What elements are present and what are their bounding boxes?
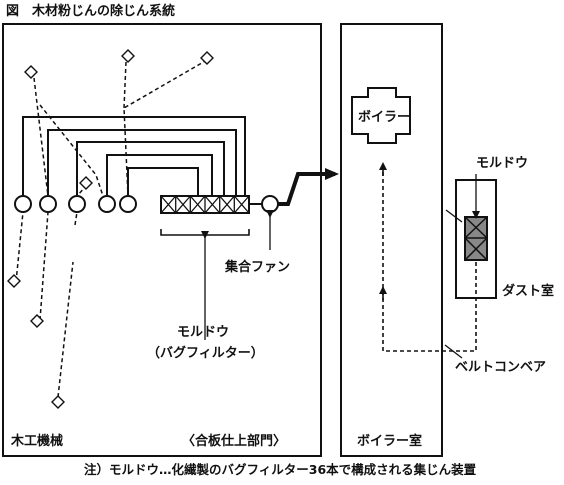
belt-conveyor-label: ベルトコンベア	[455, 360, 546, 375]
dust-particle	[51, 395, 65, 409]
dust-particle	[30, 314, 44, 328]
footnote: 注）モルドウ…化繊製のバグフィルター36本で構成される集じん装置	[84, 462, 477, 477]
dust-particle	[7, 274, 21, 288]
machine-intakes	[14, 195, 137, 213]
bag-filter-unit	[160, 195, 250, 214]
dust-moldou-label: モルドウ	[476, 156, 528, 171]
boiler-room-label: ボイラー室	[357, 433, 422, 449]
intake-circle	[98, 195, 116, 213]
boiler-room-box	[340, 23, 443, 457]
duct-network	[22, 116, 246, 195]
fan-to-boiler-duct	[278, 168, 339, 206]
belt-conveyor-pointer	[444, 344, 463, 359]
dust-flow-paths	[15, 59, 208, 398]
filter-bracket	[160, 229, 250, 236]
plywood-section-label: 〈合板仕上部門〉	[182, 433, 286, 449]
diagram-title: 図 木材粉じんの除じん系統	[6, 3, 175, 19]
intake-circle	[39, 195, 57, 213]
dust-particle	[79, 176, 93, 190]
dust-particle	[24, 65, 38, 79]
bag-filter-label: （バグフィルター）	[147, 345, 264, 361]
dust-room-label: ダスト室	[502, 283, 554, 299]
moldou-label: モルドウ	[177, 325, 229, 340]
plywood-section-box	[2, 23, 322, 457]
intake-circle	[68, 195, 86, 213]
collection-fan	[261, 195, 279, 213]
intake-circle	[14, 195, 32, 213]
dust-particles	[7, 49, 214, 409]
woodworking-machines-label: 木工機械	[10, 433, 63, 449]
boiler-label: ボイラー	[358, 109, 410, 125]
boiler-unit	[351, 87, 411, 144]
belt-conveyor-route	[382, 166, 477, 352]
dust-room-moldou	[464, 216, 488, 261]
dust-particle	[200, 51, 214, 65]
dust-moldou-pointer	[445, 209, 463, 223]
dust-particle	[121, 49, 135, 63]
collection-fan-label: 集合ファン	[224, 259, 290, 275]
intake-circle	[119, 195, 137, 213]
